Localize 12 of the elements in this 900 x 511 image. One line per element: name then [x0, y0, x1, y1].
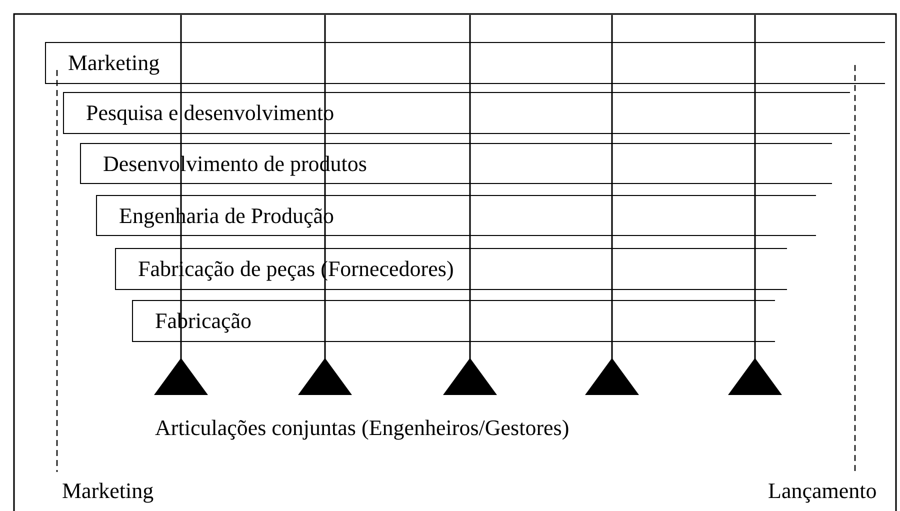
- start-label: Marketing: [62, 478, 154, 504]
- phase-band: [63, 92, 850, 134]
- triangle-marker: [443, 358, 497, 395]
- launch-label: Lançamento: [768, 478, 877, 504]
- triangle-marker: [154, 358, 208, 395]
- phase-band: [45, 42, 885, 84]
- band-label: Marketing: [68, 50, 160, 76]
- triangle-marker: [298, 358, 352, 395]
- triangle-marker: [728, 358, 782, 395]
- phase-band: [132, 300, 775, 342]
- joint-articulation-label: Articulações conjuntas (Engenheiros/Gestores): [155, 415, 570, 441]
- triangle-marker: [585, 358, 639, 395]
